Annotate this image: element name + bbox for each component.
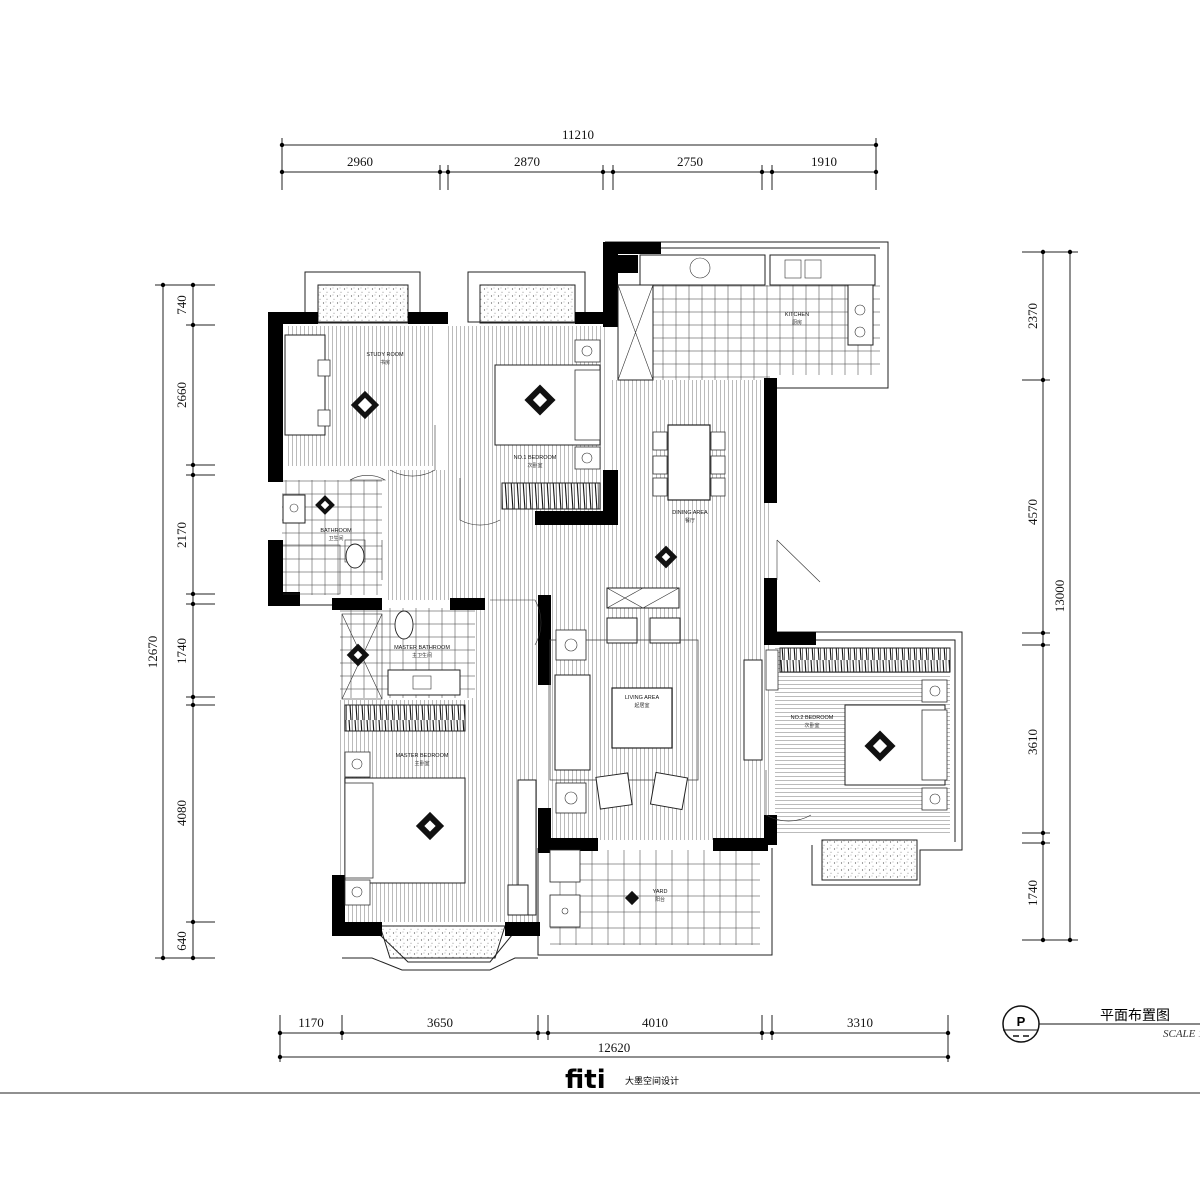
- room-labels: STUDY ROOM 书房 NO.1 BEDROOM 次卧室 KITCHEN 厨…: [320, 312, 833, 903]
- dim-top-4: 1910: [811, 154, 837, 169]
- right-dimension-chain: 2370 4570 3610 1740 13000: [1022, 249, 1078, 943]
- dim-right-2: 4570: [1025, 499, 1040, 525]
- dim-left-4: 1740: [174, 638, 189, 664]
- label-dining-cn: 餐厅: [685, 517, 695, 524]
- drawing-symbol: P: [1017, 1014, 1026, 1029]
- logo: fiti 大墨空间设计: [0, 1065, 1200, 1095]
- left-dimension-chain: 12670 740 2660 2170 1740 4080 640: [145, 282, 215, 961]
- label-master-bath: MASTER BATHROOM: [394, 645, 450, 651]
- dim-right-1: 2370: [1025, 303, 1040, 329]
- label-study-cn: 书房: [380, 359, 390, 366]
- door-swings: [349, 425, 821, 830]
- dim-top-3: 2750: [677, 154, 703, 169]
- label-yard: YARD: [653, 889, 668, 895]
- label-dining: DINING AREA: [672, 510, 708, 516]
- thick-walls: [268, 242, 816, 936]
- label-bedroom1: NO.1 BEDROOM: [514, 455, 557, 461]
- floor-fills: [282, 284, 950, 959]
- label-kitchen-cn: 厨房: [792, 319, 802, 326]
- top-dimension-chain: 11210 2960 2870 2750 1910: [279, 127, 879, 190]
- label-master-bath-cn: 主卫生间: [412, 652, 432, 659]
- label-bedroom1-cn: 次卧室: [527, 462, 542, 469]
- label-master-bed: MASTER BEDROOM: [396, 753, 449, 759]
- dim-right-total: 13000: [1052, 580, 1067, 613]
- label-yard-cn: 阳台: [655, 896, 665, 903]
- dim-right-3: 3610: [1025, 729, 1040, 755]
- logo-mark: fiti: [565, 1065, 606, 1095]
- title-block: P 平面布置图 SCALE 1: [1002, 1005, 1200, 1043]
- dim-top-1: 2960: [347, 154, 373, 169]
- dim-bottom-4: 3310: [847, 1015, 873, 1030]
- dim-left-6: 640: [174, 931, 189, 951]
- bottom-dimension-chain: 1170 3650 4010 3310 12620: [277, 1015, 951, 1062]
- label-bedroom2: NO.2 BEDROOM: [791, 715, 834, 721]
- dim-bottom-1: 1170: [298, 1015, 324, 1030]
- dim-bottom-3: 4010: [642, 1015, 668, 1030]
- label-study: STUDY ROOM: [366, 352, 404, 358]
- dim-right-4: 1740: [1025, 880, 1040, 906]
- dim-left-1: 740: [174, 295, 189, 315]
- dim-top-total: 11210: [562, 127, 594, 142]
- dim-left-total: 12670: [145, 636, 160, 669]
- dim-left-3: 2170: [174, 522, 189, 548]
- label-bathroom-cn: 卫生间: [328, 535, 343, 542]
- dim-bottom-2: 3650: [427, 1015, 453, 1030]
- label-living-cn: 起居室: [634, 702, 649, 709]
- label-bathroom: BATHROOM: [320, 528, 352, 534]
- dim-left-2: 2660: [174, 382, 189, 408]
- dim-bottom-total: 12620: [598, 1040, 631, 1055]
- dim-top-2: 2870: [514, 154, 540, 169]
- furniture: [282, 254, 951, 928]
- label-living: LIVING AREA: [625, 695, 660, 701]
- logo-text: 大墨空间设计: [625, 1075, 679, 1087]
- dim-left-5: 4080: [174, 800, 189, 826]
- label-kitchen: KITCHEN: [785, 312, 809, 318]
- label-master-bed-cn: 主卧室: [414, 760, 429, 767]
- drawing-title: 平面布置图: [1100, 1008, 1170, 1024]
- drawing-scale: SCALE 1: [1163, 1028, 1200, 1040]
- label-bedroom2-cn: 次卧室: [804, 722, 819, 729]
